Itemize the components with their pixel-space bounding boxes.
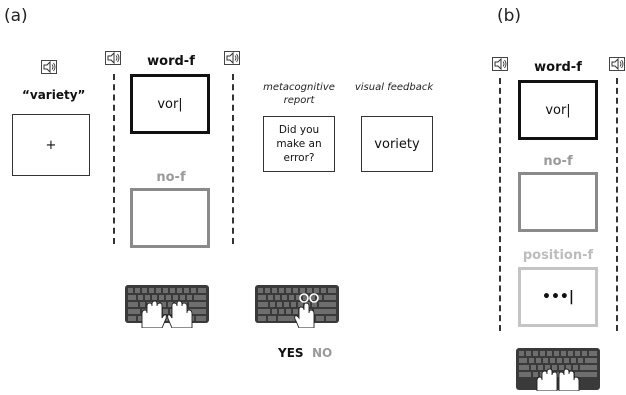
- stimulus-word: “variety”: [22, 88, 86, 102]
- visual-feedback-box: voriety: [361, 116, 433, 172]
- word-f-label-b: word-f: [534, 60, 582, 75]
- metacog-box: Did you make an error?: [263, 116, 335, 172]
- word-f-box-b: vor|: [518, 80, 598, 140]
- yes-label: YES: [278, 346, 304, 360]
- no-f-label: no-f: [156, 170, 186, 185]
- keyboard-icon: [124, 284, 210, 329]
- word-f-label: word-f: [147, 54, 195, 69]
- keyboard-icon: [515, 347, 601, 392]
- speaker-icon: [224, 51, 240, 65]
- speaker-icon: [41, 60, 57, 74]
- no-f-box: [130, 188, 210, 248]
- speaker-icon: [492, 57, 508, 71]
- right-dashed-line: [232, 74, 234, 244]
- panel-b-label: (b): [497, 6, 522, 26]
- fixation-cross: +: [45, 137, 57, 153]
- no-f-label-b: no-f: [543, 154, 573, 169]
- right-dashed-line-b: [616, 78, 618, 331]
- speaker-icon: [609, 57, 625, 71]
- visual-feedback-text: voriety: [374, 136, 420, 152]
- word-f-box: vor|: [130, 74, 210, 134]
- position-f-text: •••|: [542, 289, 574, 305]
- visual-feedback-caption: visual feedback: [354, 82, 434, 93]
- position-f-box: •••|: [518, 267, 598, 327]
- keyboard-icon: [254, 284, 340, 329]
- position-f-label: position-f: [522, 248, 594, 263]
- metacog-caption: metacognitive report: [263, 82, 335, 106]
- metacog-question: Did you make an error?: [276, 124, 322, 164]
- hands-icon: [141, 300, 193, 329]
- fixation-box: +: [12, 114, 90, 176]
- left-dashed-line-b: [499, 78, 501, 331]
- word-f-text: vor|: [157, 96, 183, 112]
- panel-a-label: (a): [4, 6, 28, 26]
- no-label: NO: [312, 346, 333, 360]
- word-f-text-b: vor|: [545, 102, 571, 118]
- speaker-icon: [105, 51, 121, 65]
- left-dashed-line: [113, 74, 115, 244]
- no-f-box-b: [518, 172, 598, 232]
